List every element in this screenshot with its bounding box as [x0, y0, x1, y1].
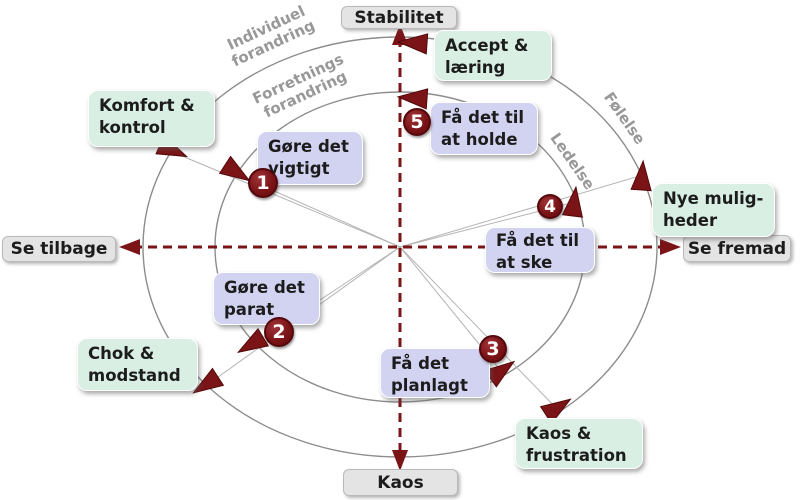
state-text: Chok &	[88, 344, 155, 363]
step-number: 4	[544, 196, 556, 217]
step-box-faa-det-til-at-ske: Få det til at ske	[485, 227, 595, 273]
flow-arrow-icon	[483, 360, 516, 388]
flow-arrow-icon	[192, 367, 225, 394]
step-number: 1	[256, 172, 270, 194]
arrow-right-icon	[660, 239, 681, 255]
step-text: Få det til	[496, 231, 580, 250]
state-text: Kaos &	[526, 424, 592, 443]
arrow-up-icon	[392, 24, 408, 45]
flow-arrow-icon	[218, 155, 251, 182]
state-text: heder	[663, 210, 718, 230]
arrow-down-icon	[392, 450, 408, 471]
step-text: planlagt	[391, 375, 468, 395]
step-box-faa-det-planlagt: Få det planlagt	[380, 348, 490, 398]
axis-label-stabilitet: Stabilitet	[341, 6, 457, 29]
state-text: Nye mulig-	[663, 189, 764, 208]
state-text: frustration	[526, 445, 627, 465]
state-box-komfort-kontrol: Komfort & kontrol	[88, 90, 215, 147]
state-box-kaos-frustration: Kaos & frustration	[515, 418, 643, 469]
step-box-goere-det-parat: Gøre det parat	[213, 272, 320, 325]
axis-label-text: Se fremad	[687, 238, 787, 259]
step-text: at ske	[496, 252, 553, 272]
flow-arrow-icon	[236, 327, 270, 354]
step-badge-1: 1	[248, 168, 278, 198]
axis-label-se-fremad: Se fremad	[683, 235, 791, 262]
step-text: Gøre det	[268, 137, 349, 156]
step-text: vigtigt	[268, 158, 330, 178]
step-badge-4: 4	[537, 194, 563, 219]
step-number: 2	[272, 321, 286, 343]
state-text: læring	[445, 57, 506, 77]
step-number: 3	[486, 338, 500, 360]
axis-label-se-tilbage: Se tilbage	[2, 236, 116, 262]
state-text: Accept &	[445, 36, 529, 55]
flow-arrow-icon	[561, 185, 583, 218]
state-box-accept-laering: Accept & læring	[434, 30, 552, 81]
axis-label-kaos: Kaos	[343, 469, 458, 496]
axis-label-text: Se tilbage	[10, 239, 108, 259]
flow-arrow-icon	[396, 33, 429, 55]
axis-arrowheads	[119, 24, 681, 471]
step-badge-3: 3	[479, 335, 507, 363]
state-box-chok-modstand: Chok & modstand	[77, 338, 198, 391]
flow-arrowheads	[155, 33, 652, 425]
flow-arrow-icon	[539, 398, 572, 425]
flow-arrow-icon	[630, 159, 652, 192]
step-text: Gøre det	[224, 278, 305, 297]
step-text: at holde	[441, 129, 518, 149]
step-number: 5	[410, 111, 424, 133]
step-text: Få det	[391, 354, 450, 373]
step-text: Få det til	[441, 108, 525, 127]
axis-label-text: Stabilitet	[354, 7, 444, 28]
flow-arrow-icon	[396, 88, 429, 110]
step-badge-5: 5	[403, 108, 431, 136]
state-box-nye-muligheder: Nye mulig- heder	[652, 183, 775, 237]
state-text: Komfort &	[99, 96, 195, 115]
step-text: parat	[224, 299, 275, 319]
arrow-left-icon	[119, 239, 140, 255]
state-text: modstand	[88, 365, 181, 385]
step-badge-2: 2	[264, 317, 294, 347]
step-box-faa-det-til-at-holde: Få det til at holde	[430, 102, 538, 155]
state-text: kontrol	[99, 117, 166, 137]
axis-label-text: Kaos	[377, 472, 424, 493]
